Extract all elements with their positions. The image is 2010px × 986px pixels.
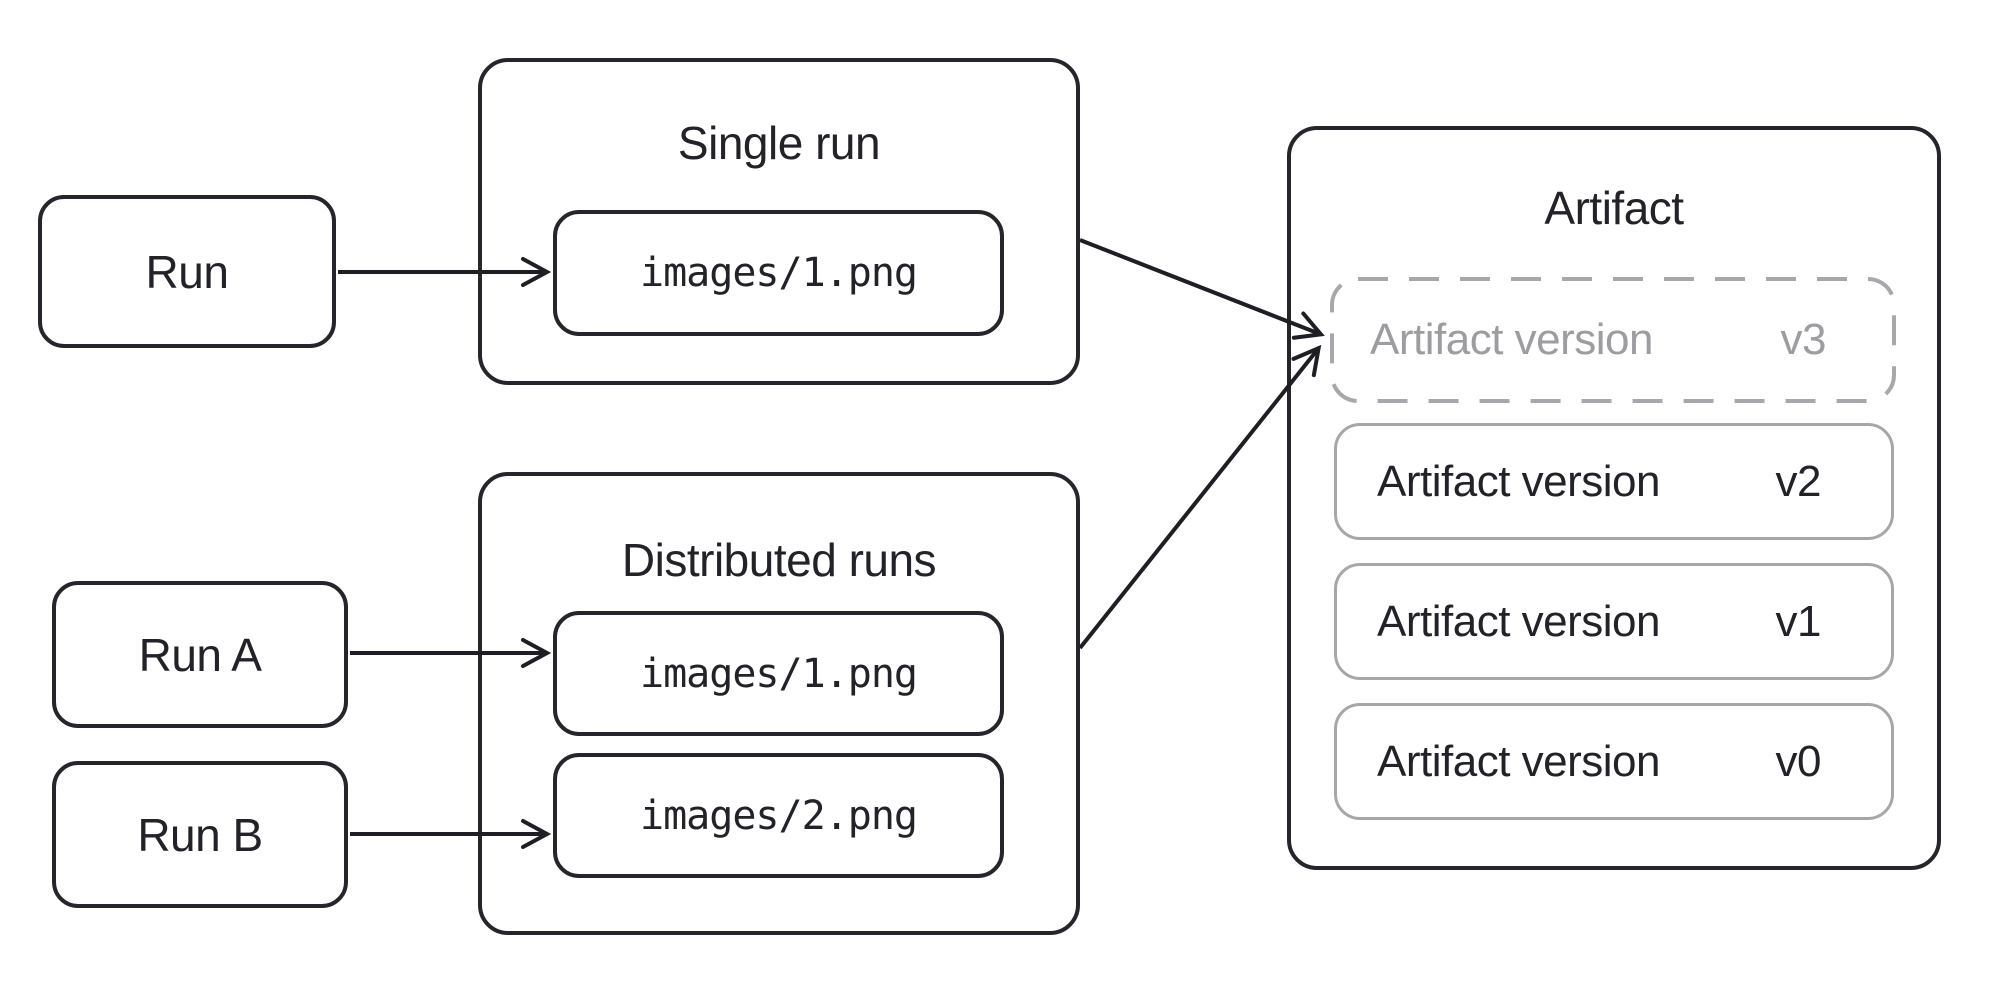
single-run-title: Single run	[677, 117, 881, 169]
artifact-version-v1-label: Artifact version	[1377, 596, 1660, 646]
distributed-runs-title: Distributed runs	[621, 534, 937, 586]
artifact-title: Artifact	[1544, 182, 1684, 234]
run-node: Run	[38, 195, 336, 348]
arrow-distributed-runs-to-artifact-version	[1078, 349, 1318, 650]
distributed-file-label-1: images/1.png	[640, 650, 918, 697]
artifact-version-v3-tag: v3	[1780, 315, 1827, 364]
run-b-node-label: Run B	[137, 808, 263, 861]
run-a-node: Run A	[52, 581, 348, 728]
artifact-version-v2: Artifact version v2	[1334, 423, 1894, 540]
artifact-version-v0: Artifact version v0	[1334, 703, 1894, 820]
single-run-file-label: images/1.png	[640, 250, 918, 296]
distributed-file-node-2: images/2.png	[553, 753, 1004, 878]
distributed-file-label-2: images/2.png	[640, 792, 918, 839]
artifact-version-v2-tag: v2	[1775, 456, 1822, 506]
single-run-file-node: images/1.png	[553, 210, 1004, 336]
artifact-version-v1: Artifact version v1	[1334, 563, 1894, 680]
run-node-label: Run	[145, 245, 229, 298]
artifact-version-v2-label: Artifact version	[1377, 456, 1660, 506]
run-a-node-label: Run A	[138, 628, 262, 681]
artifact-version-v0-tag: v0	[1775, 736, 1822, 786]
artifact-version-v1-tag: v1	[1775, 596, 1822, 646]
run-b-node: Run B	[52, 761, 348, 908]
artifact-version-v3-label: Artifact version	[1370, 315, 1653, 364]
distributed-file-node-1: images/1.png	[553, 611, 1004, 736]
artifact-version-v0-label: Artifact version	[1377, 736, 1660, 786]
artifact-version-v3-pending: Artifact version v3	[1330, 277, 1896, 403]
arrow-single-run-to-artifact-version	[1079, 238, 1320, 334]
